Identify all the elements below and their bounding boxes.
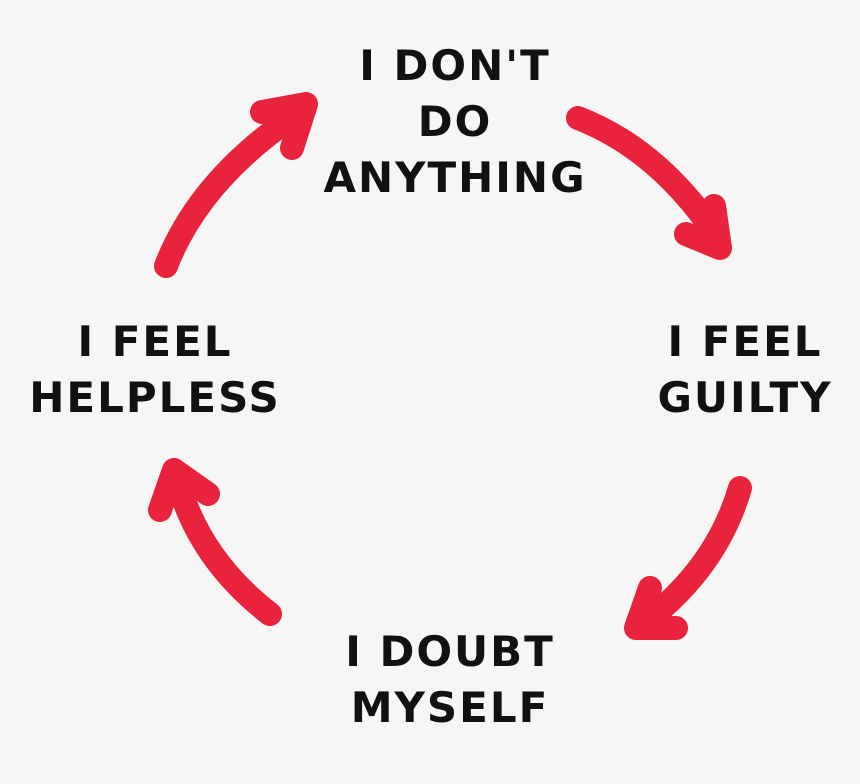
node-i-feel-guilty: I FEEL GUILTY (640, 314, 850, 426)
node-i-dont-do-anything: I DON'T DO ANYTHING (300, 38, 610, 206)
arrow-bottom-to-left (148, 458, 282, 626)
node-i-feel-helpless: I FEEL HELPLESS (20, 314, 290, 426)
node-left-line-1: I FEEL (77, 317, 233, 366)
node-right-line-2: GUILTY (657, 373, 833, 422)
node-left-line-2: HELPLESS (29, 373, 281, 422)
arrow-right-to-bottom (624, 476, 752, 640)
node-top-line-2: DO (417, 97, 493, 146)
arrow-left-to-top (154, 92, 318, 278)
node-right-line-1: I FEEL (667, 317, 823, 366)
node-i-doubt-myself: I DOUBT MYSELF (310, 624, 590, 736)
node-top-line-1: I DON'T (359, 41, 551, 90)
arrow-top-to-right (566, 106, 732, 260)
node-bottom-line-2: MYSELF (350, 683, 550, 732)
node-bottom-line-1: I DOUBT (345, 627, 555, 676)
node-top-line-3: ANYTHING (323, 153, 587, 202)
